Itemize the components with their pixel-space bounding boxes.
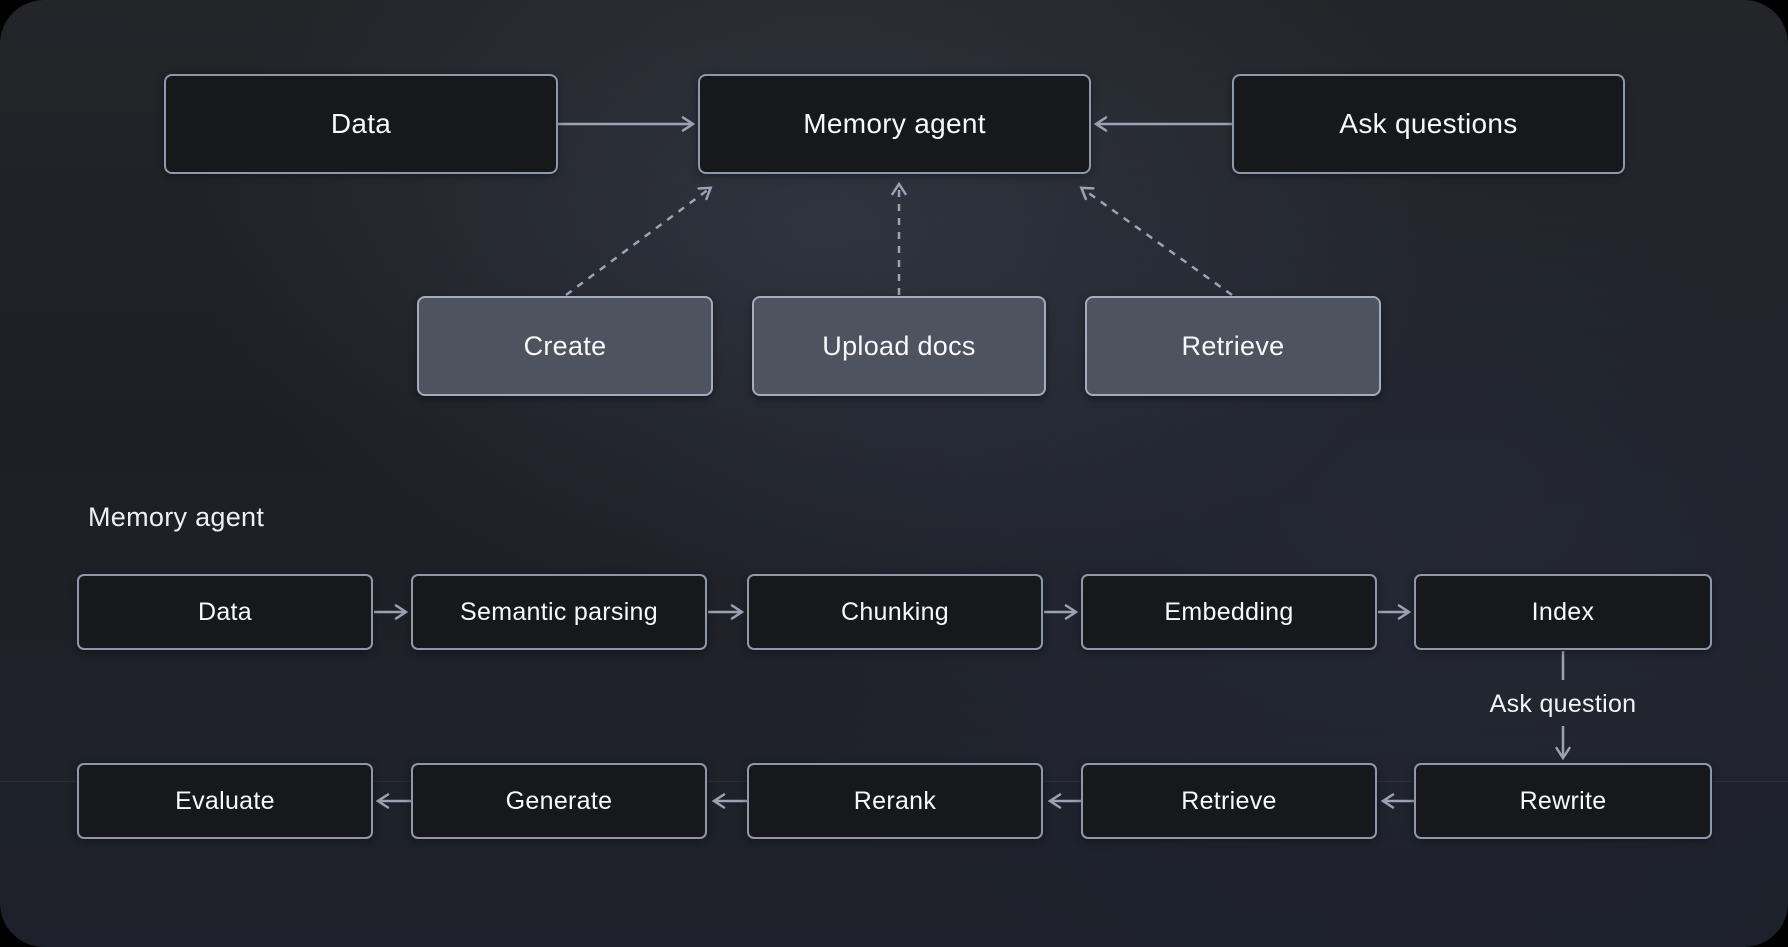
node-embedding: Embedding: [1081, 574, 1377, 650]
node-label: Data: [197, 597, 252, 626]
node-memory-agent: Memory agent: [698, 74, 1091, 174]
node-label: Embedding: [1164, 597, 1294, 626]
node-create: Create: [417, 296, 713, 396]
node-label: Ask questions: [1339, 108, 1518, 139]
node-label: Generate: [505, 786, 613, 815]
node-label: Index: [1531, 597, 1595, 626]
arrow-retrieve-to-memory: [1079, 186, 1233, 297]
node-generate: Generate: [411, 763, 707, 839]
node-label: Create: [523, 330, 607, 361]
node-label: Chunking: [840, 597, 950, 626]
arrow-create-to-memory: [565, 186, 713, 297]
node-label: Rerank: [853, 786, 937, 815]
node-pipeline-data: Data: [77, 574, 373, 650]
node-evaluate: Evaluate: [77, 763, 373, 839]
node-retrieve: Retrieve: [1085, 296, 1381, 396]
edge-label-ask-question: Ask question: [1489, 690, 1637, 718]
node-label: Semantic parsing: [460, 597, 658, 626]
node-label: Retrieve: [1181, 786, 1277, 815]
node-label: Memory agent: [803, 108, 986, 139]
node-ask-questions: Ask questions: [1232, 74, 1625, 174]
node-index: Index: [1414, 574, 1712, 650]
node-label: Retrieve: [1181, 330, 1285, 361]
node-rerank: Rerank: [747, 763, 1043, 839]
node-label: Data: [330, 108, 392, 139]
node-label: Upload docs: [822, 330, 976, 361]
node-rewrite: Rewrite: [1414, 763, 1712, 839]
node-label: Evaluate: [175, 786, 275, 815]
node-upload-docs: Upload docs: [752, 296, 1046, 396]
node-data: Data: [164, 74, 558, 174]
node-semantic-parsing: Semantic parsing: [411, 574, 707, 650]
node-chunking: Chunking: [747, 574, 1043, 650]
node-pipeline-retrieve: Retrieve: [1081, 763, 1377, 839]
node-label: Rewrite: [1519, 786, 1607, 815]
section-label-memory-agent: Memory agent: [88, 502, 265, 532]
